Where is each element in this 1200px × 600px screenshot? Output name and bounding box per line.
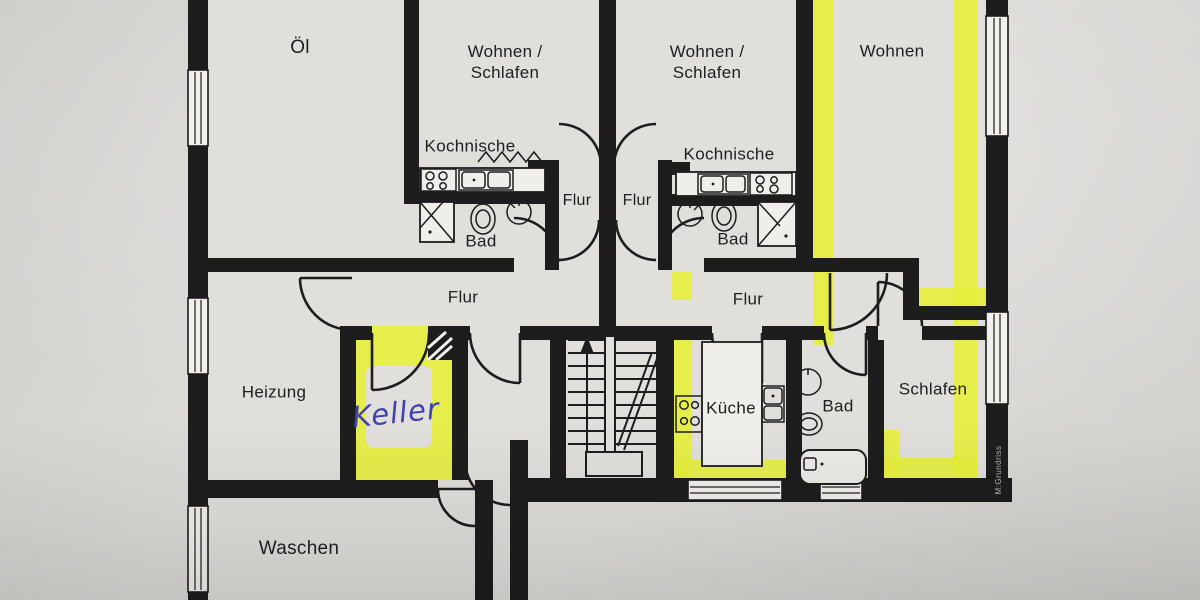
- door-swing-arc: [468, 332, 522, 385]
- door-swing-arc: [513, 216, 560, 263]
- stove-icon: [749, 172, 793, 196]
- door-swing-arc: [658, 216, 705, 263]
- kitchenette-right-fixtures: [675, 171, 797, 197]
- door-swing-arc: [436, 487, 476, 528]
- plan-credit-text: M:Grundriss: [994, 445, 1003, 495]
- window-markers: [187, 15, 1009, 593]
- room-label-schlafen: Schlafen: [898, 379, 968, 399]
- room-label-wohnen-schlafen-right: Wohnen / Schlafen: [669, 41, 745, 82]
- door-swing-arc: [558, 219, 601, 262]
- room-label-wohnen: Wohnen: [859, 41, 925, 61]
- shower-icon: [419, 201, 455, 243]
- sink-icon: [458, 169, 514, 191]
- sink-icon: [677, 201, 703, 227]
- bath-bottom-fixtures: [794, 368, 867, 485]
- bath-upper-right-fixtures: [677, 200, 797, 247]
- toilet-icon: [711, 200, 737, 232]
- stairs-icon: [568, 335, 659, 477]
- duct-hatch-icon: [426, 330, 454, 362]
- door-swing-arc: [463, 459, 511, 507]
- room-label-flur-main-right: Flur: [732, 289, 764, 309]
- door-swing-arc: [558, 122, 603, 167]
- stairs-up-arrow: [580, 336, 594, 354]
- room-label-kueche: Küche: [706, 398, 756, 418]
- toilet-icon: [470, 203, 496, 235]
- window-marker: [985, 15, 1009, 137]
- toilet-icon: [795, 412, 823, 436]
- sink-icon: [761, 385, 785, 423]
- bath-upper-left-fixtures: [419, 199, 532, 243]
- room-label-bad-bottom: Bad: [822, 396, 854, 416]
- building-footprint: [188, 0, 1008, 600]
- room-label-waschen: Waschen: [258, 538, 340, 560]
- shower-icon: [757, 201, 797, 247]
- room-label-flur-main-left: Flur: [447, 287, 479, 307]
- room-label-bad-upper-left: Bad: [465, 231, 497, 251]
- kitchen-fixtures: [675, 341, 785, 467]
- sink-icon: [794, 368, 822, 396]
- room-label-heizung: Heizung: [241, 382, 307, 402]
- window-marker: [187, 69, 209, 147]
- window-marker: [985, 311, 1009, 405]
- window-marker: [187, 505, 209, 593]
- door-swing-arc: [828, 272, 889, 332]
- bathtub-icon: [799, 449, 867, 485]
- room-label-flur-small-left: Flur: [562, 192, 592, 209]
- room-label-bad-upper-right: Bad: [717, 229, 749, 249]
- door-swing-arc: [614, 219, 657, 262]
- squiggle-mark: [477, 150, 543, 164]
- stove-icon: [420, 168, 457, 192]
- room-label-flur-small-right: Flur: [622, 192, 652, 209]
- door-swing-arc: [298, 276, 353, 332]
- room-label-kochnische-right: Kochnische: [683, 144, 775, 164]
- room-label-wohnen-schlafen-left: Wohnen / Schlafen: [467, 41, 543, 82]
- sink-icon: [506, 199, 532, 225]
- doors: [298, 122, 924, 528]
- kitchenette-left-fixtures: [419, 150, 546, 193]
- window-marker: [187, 297, 209, 375]
- sink-icon: [697, 173, 749, 195]
- door-swing-arc: [612, 122, 657, 167]
- window-marker: [687, 479, 783, 501]
- door-swing-arc: [822, 332, 868, 377]
- room-label-oel: Öl: [290, 37, 310, 59]
- door-swing-arc: [370, 332, 431, 392]
- room-label-kochnische-left: Kochnische: [424, 136, 516, 156]
